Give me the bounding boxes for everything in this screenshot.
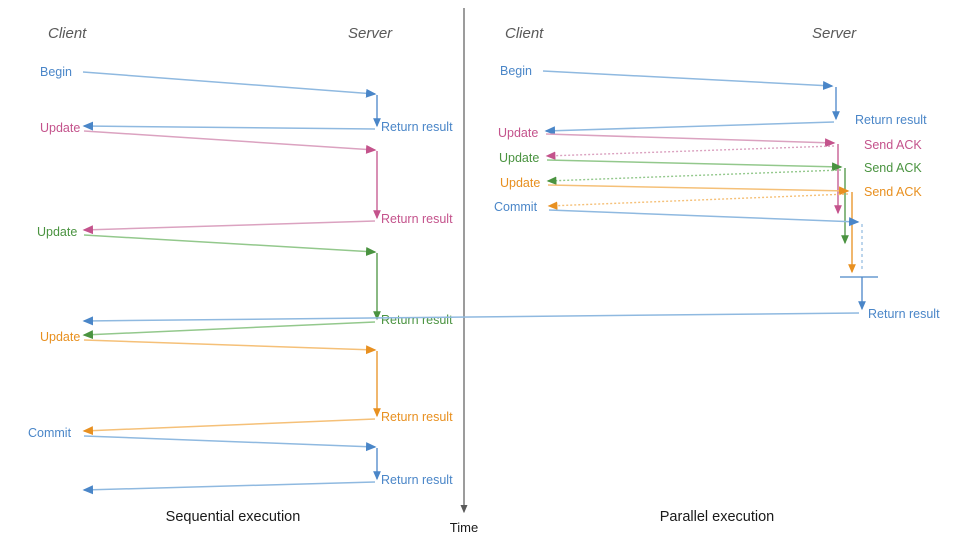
time-axis-label: Time — [450, 520, 478, 535]
message-arrow-commit-parallel — [82, 209, 878, 326]
server-lane-header-parallel: Server — [812, 25, 857, 42]
client-lane-header-parallel: Client — [505, 25, 544, 42]
server-lane-header-sequential: Server — [348, 25, 393, 42]
server-message-label: Send ACK — [864, 138, 922, 152]
message-arrow-update-2-parallel — [546, 159, 849, 245]
client-message-label: Update — [499, 151, 539, 165]
panel-parallel: Client Server — [82, 25, 940, 525]
client-message-label: Begin — [40, 65, 72, 79]
message-arrow-begin-sequential — [82, 71, 381, 131]
time-axis: Time — [450, 8, 478, 535]
client-message-label: Update — [37, 225, 77, 239]
client-message-label: Commit — [28, 426, 72, 440]
server-message-label: Return result — [868, 307, 940, 321]
server-message-label: Return result — [381, 313, 453, 327]
client-message-label: Begin — [500, 64, 532, 78]
server-message-label: Send ACK — [864, 161, 922, 175]
client-lane-header-sequential: Client — [48, 25, 87, 42]
message-arrow-update-2-sequential — [82, 234, 381, 340]
message-arrow-begin-parallel — [542, 70, 840, 136]
panel-sequential: Client Server — [28, 25, 453, 525]
server-message-label: Return result — [855, 113, 927, 127]
panel-caption-sequential: Sequential execution — [166, 509, 301, 525]
server-message-label: Return result — [381, 473, 453, 487]
client-message-label: Update — [498, 126, 538, 140]
panel-caption-parallel: Parallel execution — [660, 509, 774, 525]
message-arrow-update-1-parallel — [545, 133, 842, 215]
client-message-label: Update — [500, 176, 540, 190]
client-message-label: Update — [40, 330, 80, 344]
server-message-label: Return result — [381, 120, 453, 134]
message-arrow-update-3-sequential — [82, 339, 381, 436]
message-arrow-update-1-sequential — [82, 130, 381, 235]
server-message-label: Return result — [381, 212, 453, 226]
client-message-label: Update — [40, 121, 80, 135]
server-message-label: Return result — [381, 410, 453, 424]
message-arrow-commit-sequential — [82, 435, 381, 495]
message-arrow-update-3-parallel — [547, 184, 856, 274]
server-message-label: Send ACK — [864, 185, 922, 199]
client-message-label: Commit — [494, 200, 538, 214]
